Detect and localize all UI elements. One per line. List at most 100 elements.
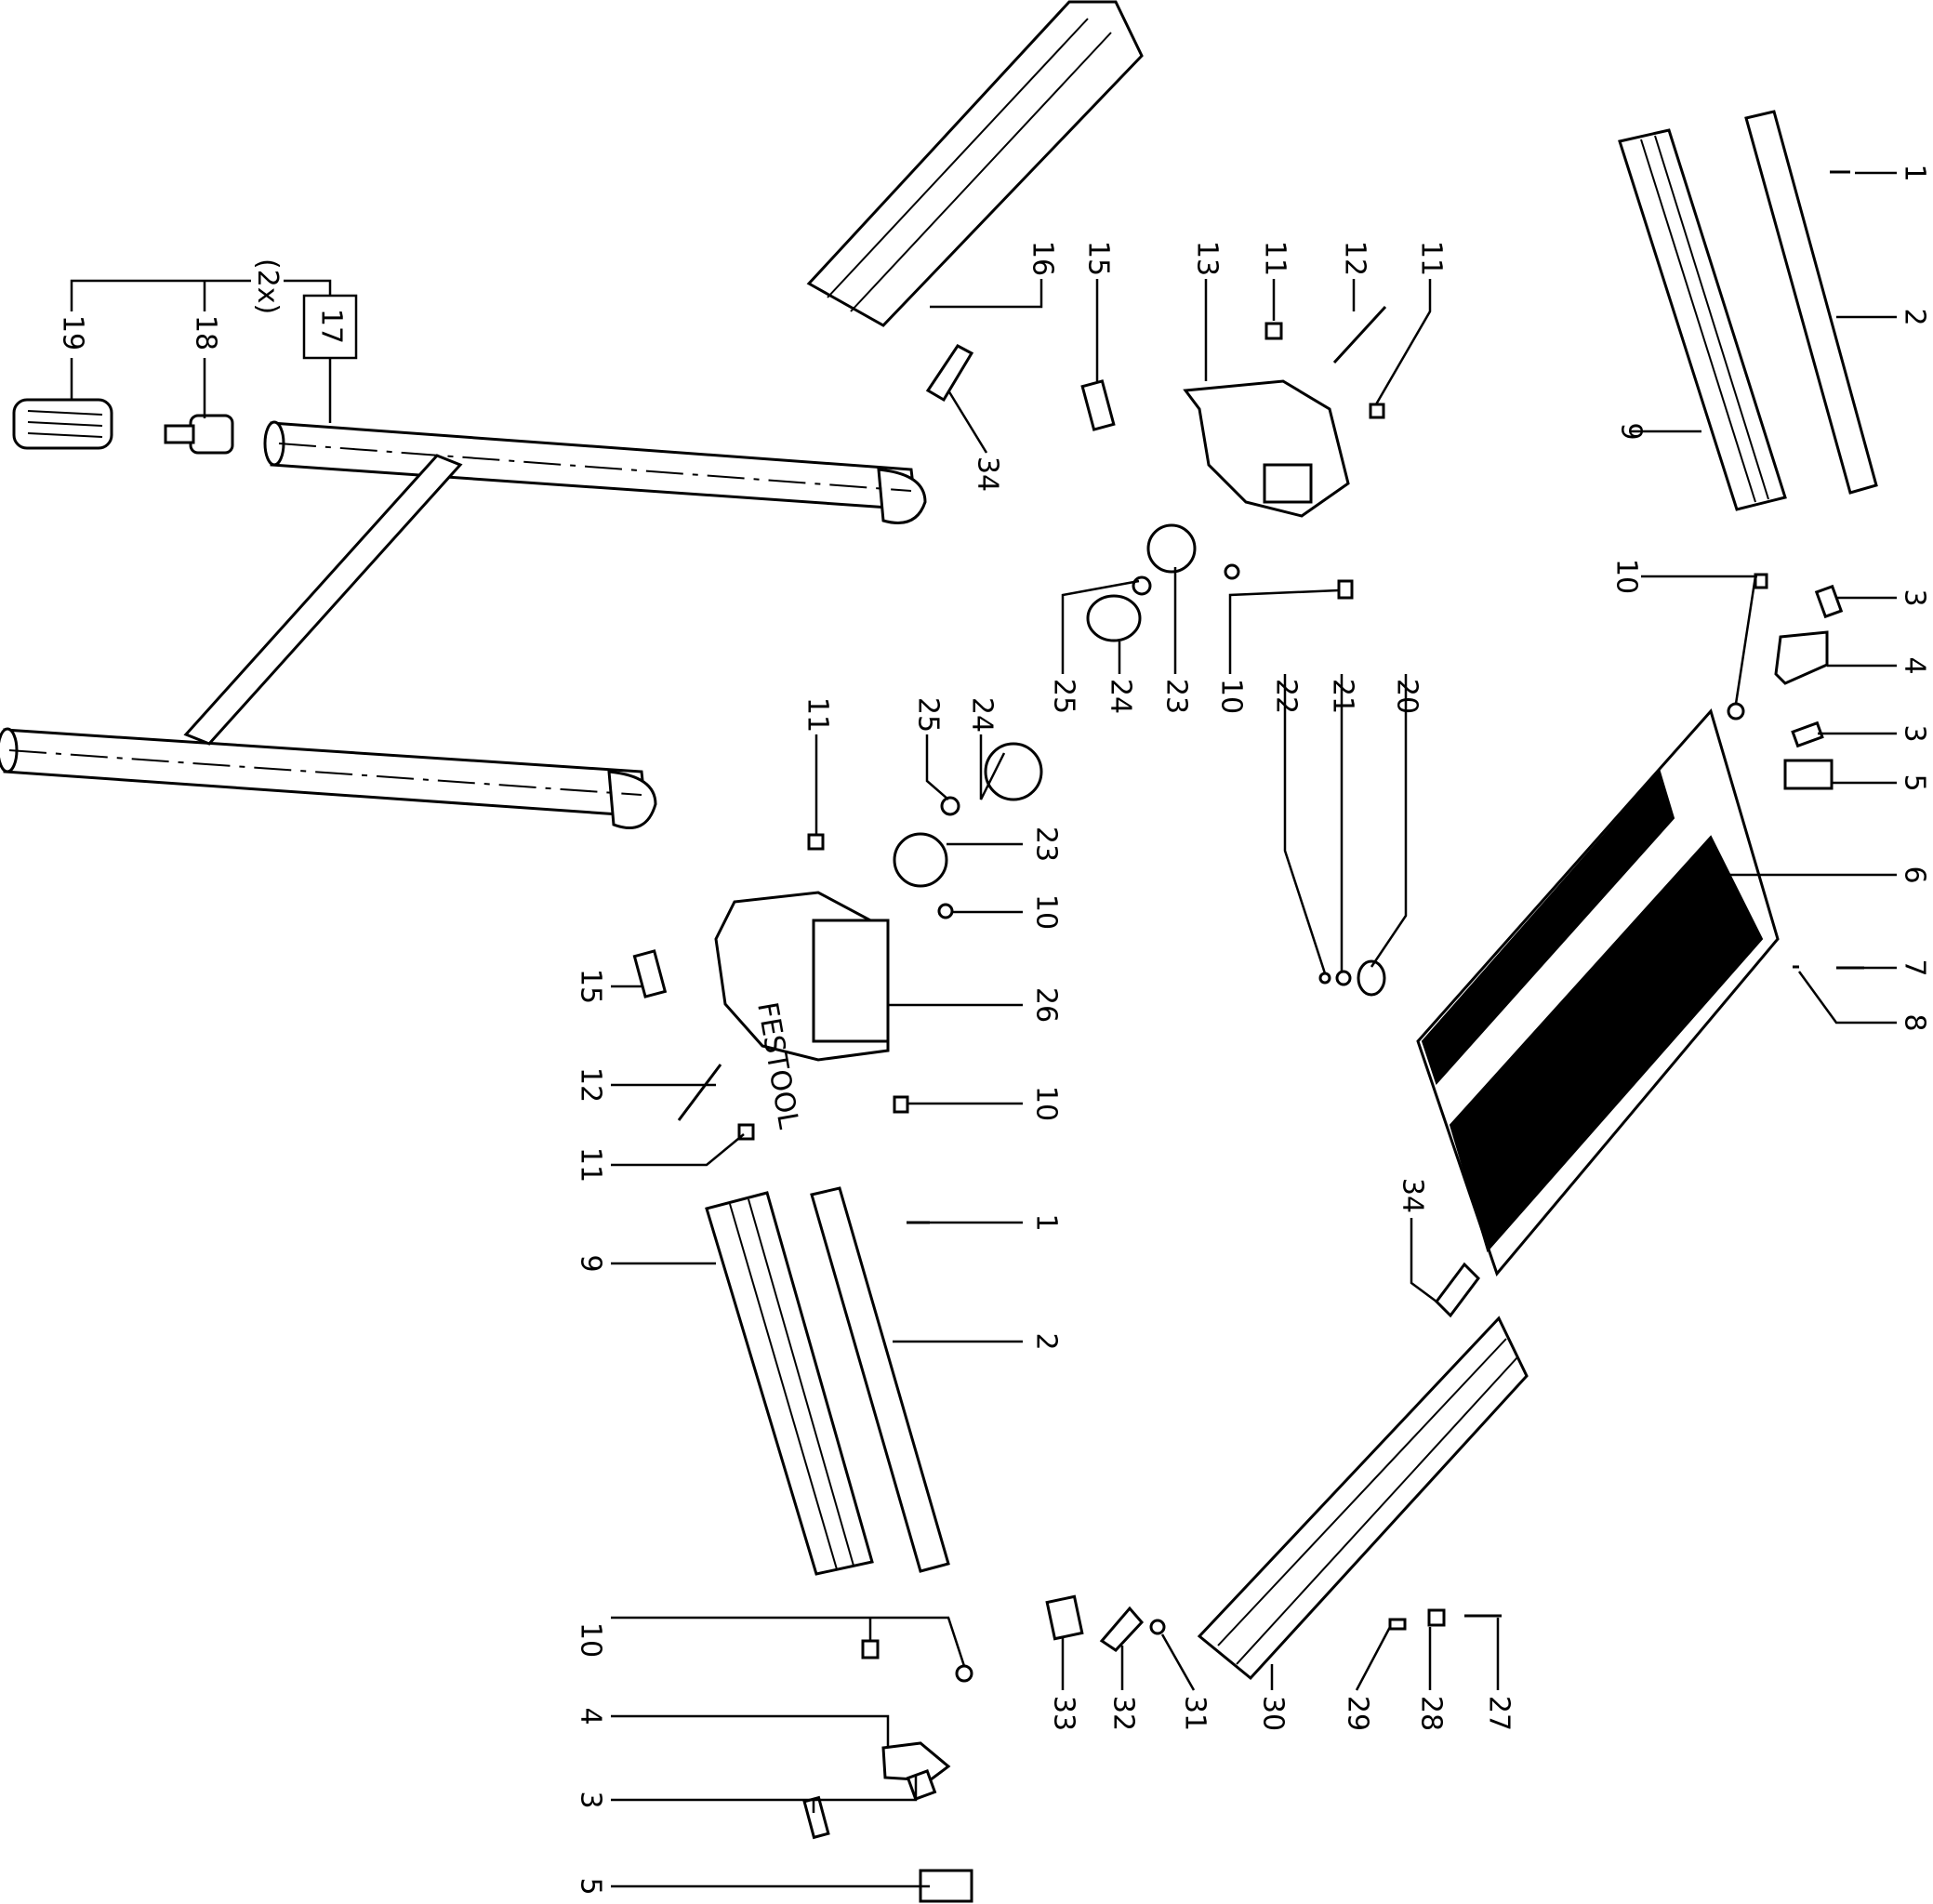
knob-part-23b <box>893 832 948 888</box>
cap-part-24 <box>1086 594 1142 642</box>
callout-label-24: 24 <box>1105 679 1137 714</box>
callout-label-7: 7 <box>1899 959 1931 976</box>
adjuster-foot-part-18 <box>164 414 234 455</box>
callout-label-2: 2 <box>1899 308 1931 325</box>
extension-rail-part-30 <box>1197 1316 1529 1681</box>
slide-block-part-15b <box>632 949 668 998</box>
callout-label-5: 5 <box>575 1877 607 1895</box>
nut-part-11b <box>1369 403 1385 419</box>
callout-label-23: 23 <box>1160 679 1193 714</box>
callout-label-10: 10 <box>1030 894 1063 930</box>
leg-frame-part-17 <box>0 420 927 829</box>
callout-label-15: 15 <box>1082 241 1115 276</box>
callout-label-19: 19 <box>57 315 89 350</box>
callout-label-11: 11 <box>801 697 834 733</box>
callout-label-32: 32 <box>1107 1696 1140 1731</box>
washer-part-21 <box>1335 970 1352 986</box>
callout-label-15: 15 <box>575 969 607 1004</box>
holder-part-32 <box>1099 1606 1145 1652</box>
callout-label-13: 13 <box>1191 241 1224 276</box>
callout-label-25: 25 <box>912 697 945 733</box>
callout-label-16: 16 <box>1026 241 1059 276</box>
callout-label-3: 3 <box>575 1791 607 1808</box>
sleeve-part-28 <box>1427 1608 1446 1627</box>
callout-label-34: 34 <box>1397 1178 1429 1213</box>
callout-label-33: 33 <box>1048 1696 1080 1731</box>
callout-label-11: 11 <box>1415 241 1448 276</box>
callout-label-18: 18 <box>190 315 222 350</box>
callout-label-24: 24 <box>966 697 999 733</box>
callout-label-1: 1 <box>1030 1213 1063 1231</box>
nut-part-11c <box>807 833 825 851</box>
callout-label-4: 4 <box>1899 656 1931 674</box>
screw-part-10f <box>1727 702 1745 721</box>
nut-part-25 <box>1132 575 1152 596</box>
screw-part-10b <box>1337 579 1354 600</box>
callout-label-3: 3 <box>1899 588 1931 606</box>
end-cap-part-19 <box>12 398 113 450</box>
callout-label-2: 2 <box>1030 1332 1063 1350</box>
end-cap-part-5 <box>1783 759 1834 790</box>
callout-label-3: 3 <box>1899 724 1931 742</box>
callout-label-34: 34 <box>972 456 1004 492</box>
nut-part-25b <box>940 796 960 816</box>
callout-label-12: 12 <box>1339 241 1371 276</box>
screw-part-10g <box>861 1639 880 1659</box>
callout-label-10: 10 <box>1215 679 1248 714</box>
callout-label-28: 28 <box>1415 1696 1448 1731</box>
nut-part-31 <box>1149 1619 1166 1635</box>
slot-nut-part-3 <box>1814 584 1844 619</box>
slot-nut-part-3b <box>1791 721 1824 748</box>
table-plate-part-6 <box>1416 707 1780 1277</box>
clip-part-34b <box>1435 1262 1480 1318</box>
knob-part-24b <box>984 742 1043 801</box>
callout-label-10: 10 <box>1610 559 1643 594</box>
callout-label-22: 22 <box>1270 679 1303 714</box>
rail-part-2 <box>1744 110 1878 495</box>
callout-label-17: 17 <box>315 309 348 344</box>
slot-nut-part-3c <box>802 1795 830 1840</box>
washer-part-22 <box>1318 972 1331 985</box>
callout-label-21: 21 <box>1327 679 1359 714</box>
plate-part-33 <box>1045 1594 1084 1641</box>
rail-part-16 <box>806 0 1144 327</box>
screw-part-10h <box>955 1664 973 1683</box>
quantity-note: (2x) <box>251 258 284 314</box>
screw-part-29 <box>1388 1618 1407 1631</box>
callout-label-20: 20 <box>1391 679 1423 714</box>
callout-label-27: 27 <box>1483 1696 1516 1731</box>
callout-label-10: 10 <box>1030 1086 1063 1121</box>
callout-label-9: 9 <box>575 1254 607 1272</box>
callout-label-12: 12 <box>575 1067 607 1103</box>
callout-label-6: 6 <box>1899 866 1931 883</box>
slide-block-part-15 <box>1080 379 1116 431</box>
fence-bracket-part-26: FESTOOL <box>714 891 890 1131</box>
screw-part-10c <box>937 903 954 919</box>
callout-label-25: 25 <box>1048 679 1080 714</box>
screw-part-10d <box>893 1095 909 1114</box>
callout-label-23: 23 <box>1030 826 1063 862</box>
rail-part-9b <box>705 1191 874 1576</box>
callout-label-31: 31 <box>1179 1696 1211 1731</box>
callout-label-5: 5 <box>1899 774 1931 791</box>
leader-lines <box>70 171 1897 1888</box>
callout-label-29: 29 <box>1342 1696 1374 1731</box>
callout-label-1: 1 <box>1899 164 1931 181</box>
bolt-part-12b <box>677 1064 722 1121</box>
clip-part-34 <box>925 344 974 403</box>
callout-label-9: 9 <box>1615 422 1648 440</box>
angle-bracket-part-4b <box>881 1741 951 1782</box>
bolt-part-12 <box>1332 305 1387 364</box>
callout-label-11: 11 <box>1259 241 1291 276</box>
callout-label-30: 30 <box>1257 1696 1290 1731</box>
callout-label-11: 11 <box>575 1147 607 1183</box>
nut-part-11 <box>1264 322 1283 340</box>
callout-label-26: 26 <box>1030 987 1063 1023</box>
rail-part-2b <box>810 1186 950 1573</box>
rail-part-9 <box>1618 128 1787 511</box>
screw-part-10 <box>1224 563 1240 580</box>
nut-part-20 <box>1357 959 1386 997</box>
angle-bracket-part-4 <box>1774 630 1829 685</box>
